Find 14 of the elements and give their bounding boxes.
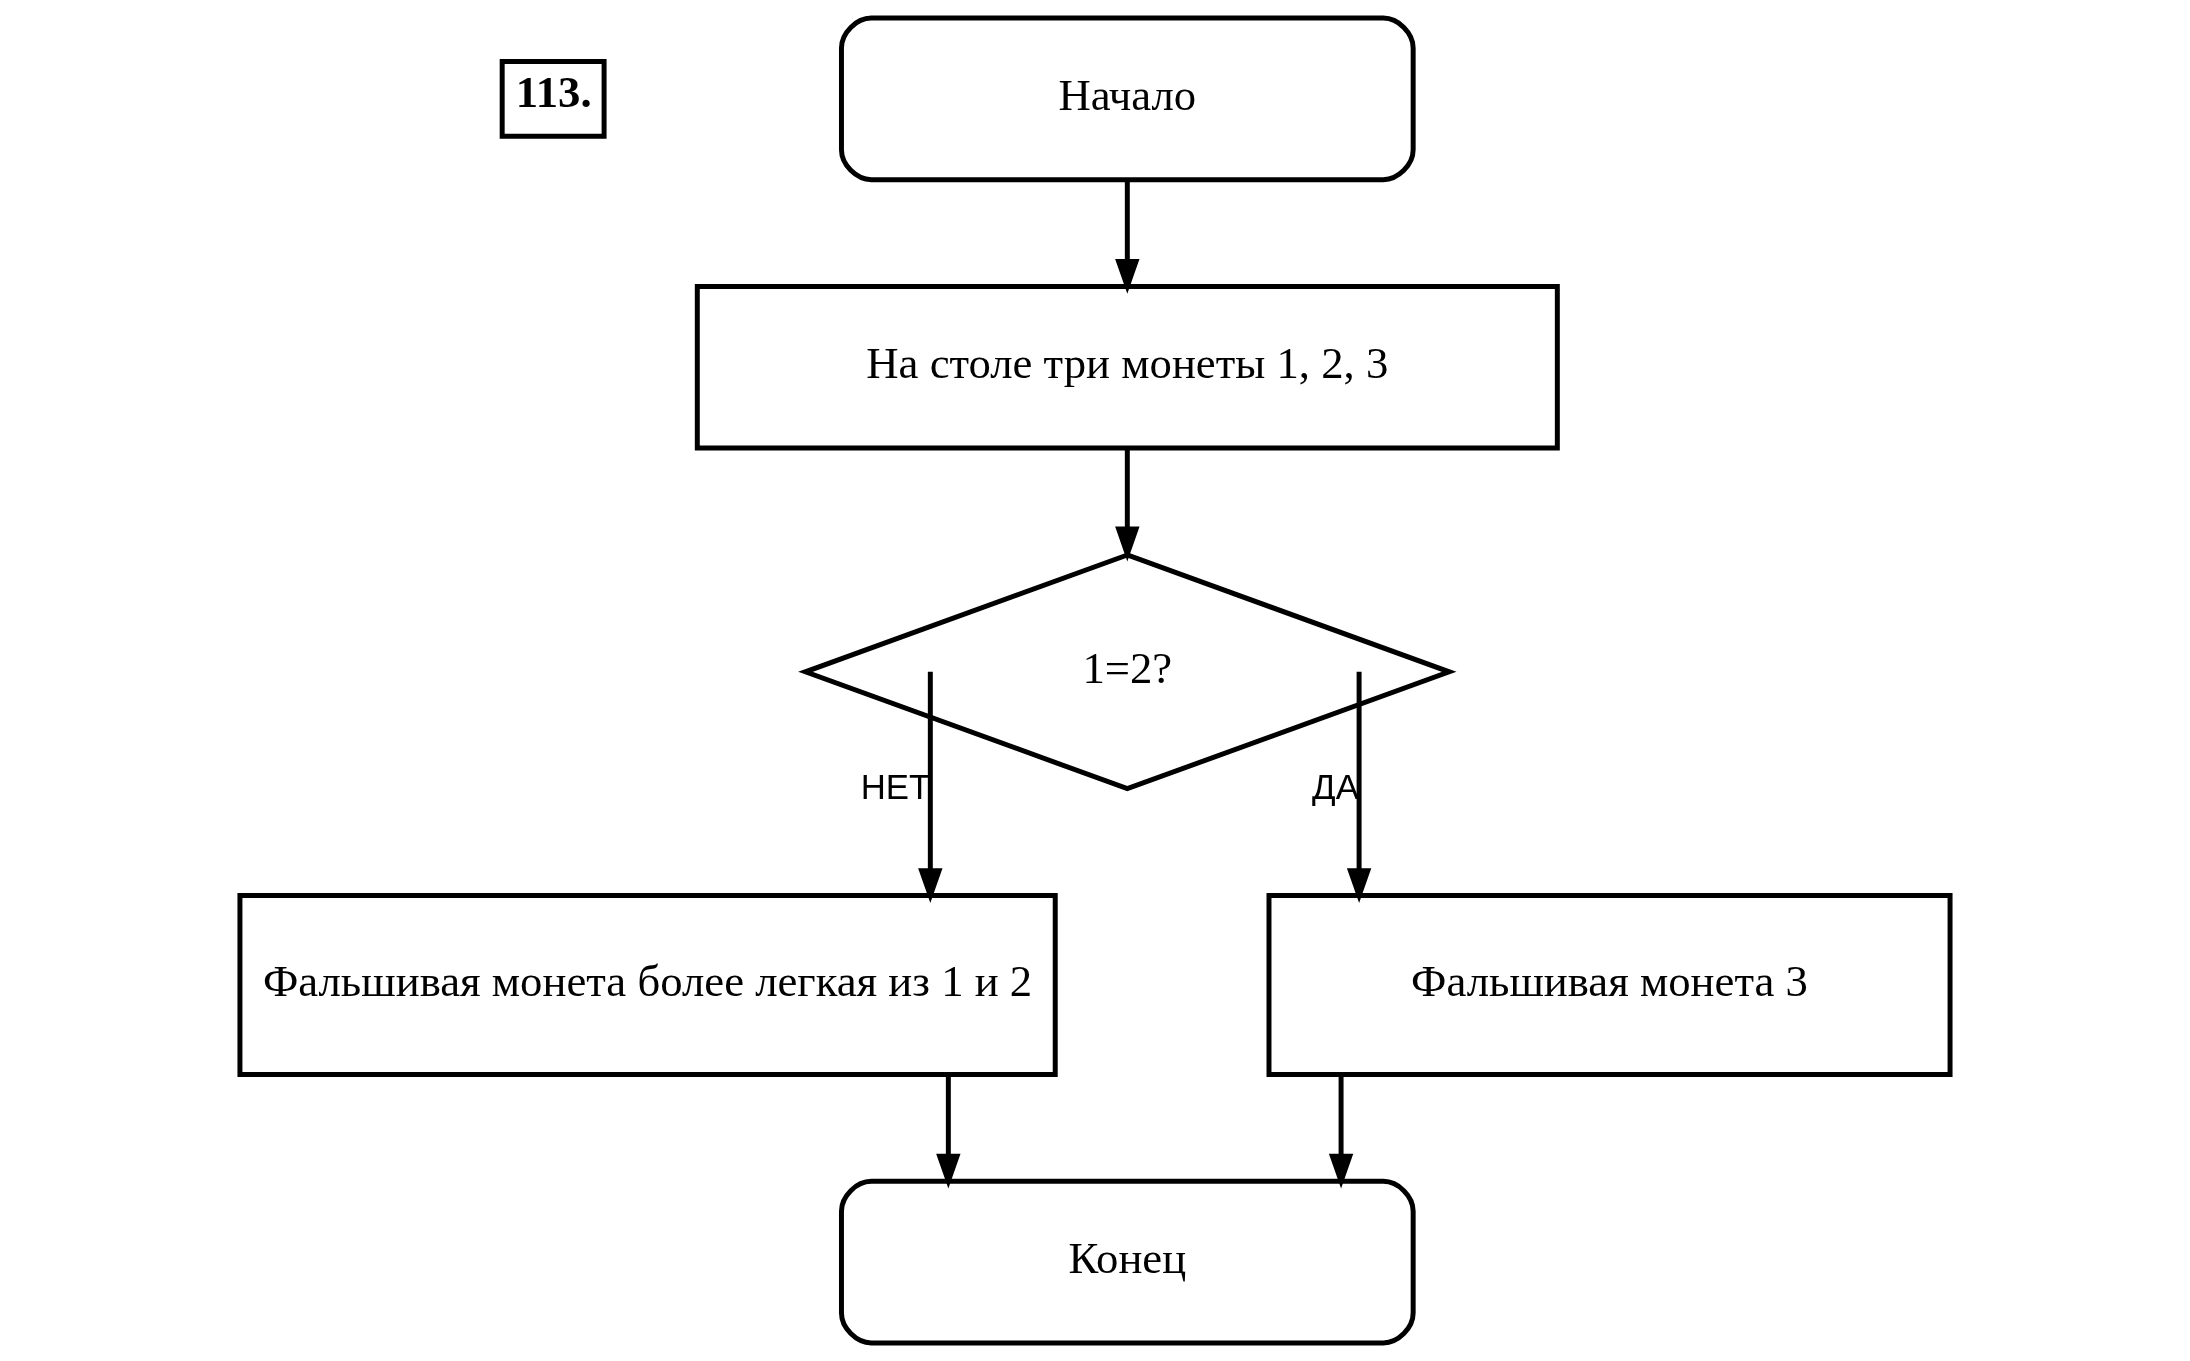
arrow (936, 1074, 961, 1189)
arrow (1115, 448, 1140, 562)
node-box: На столе три монеты 1, 2, 3 (694, 284, 1560, 451)
arrow (1115, 180, 1140, 294)
label: 113. (515, 67, 592, 118)
node-box: Начало (839, 15, 1416, 183)
node-box: Конец (839, 1178, 1416, 1346)
arrow (1328, 1074, 1354, 1189)
node-box: Фальшивая монета 3 (1266, 893, 1953, 1077)
edge-label: НЕТ (860, 768, 931, 807)
node-box: Фальшивая монета более легкая из 1 и 2 (237, 893, 1058, 1077)
arrow (918, 671, 943, 904)
arrow (1346, 671, 1372, 904)
edge-label: ДА (1312, 768, 1359, 807)
